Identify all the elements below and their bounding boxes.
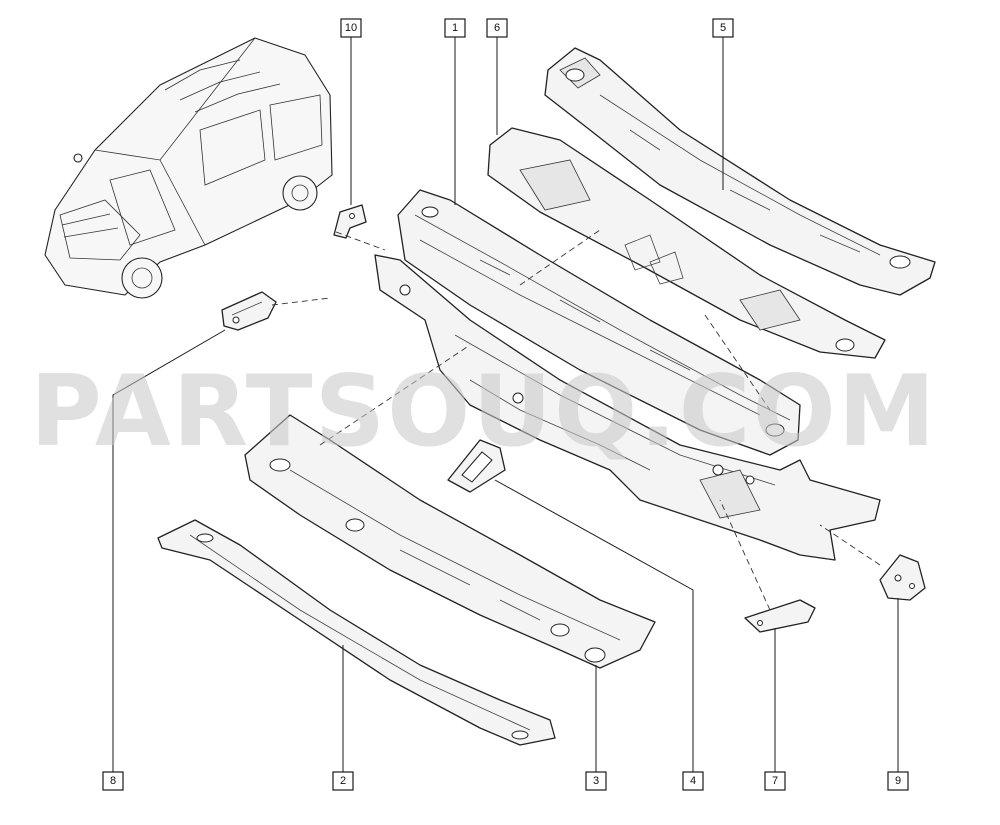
callout-7[interactable]: 7	[764, 771, 786, 791]
callout-7-label: 7	[772, 775, 778, 787]
callout-9-label: 9	[895, 775, 901, 787]
callout-1-label: 1	[452, 22, 458, 34]
van-illustration	[44, 37, 333, 299]
callout-4[interactable]: 4	[682, 771, 704, 791]
leader-lines	[112, 37, 899, 772]
callout-3-label: 3	[593, 775, 599, 787]
callout-3[interactable]: 3	[585, 771, 607, 791]
callout-2[interactable]: 2	[332, 771, 354, 791]
part-4-bracket	[447, 439, 506, 493]
callout-9[interactable]: 9	[887, 771, 909, 791]
part-10-bracket	[333, 204, 367, 239]
callout-4-label: 4	[690, 775, 696, 787]
part-5-upper-panel	[544, 47, 936, 296]
callout-8-label: 8	[110, 775, 116, 787]
part-3-lower-panel	[244, 414, 656, 669]
part-7-bracket	[744, 599, 816, 633]
callout-8[interactable]: 8	[102, 771, 124, 791]
callout-5-label: 5	[720, 22, 726, 34]
part-6-middle-panel	[487, 127, 886, 359]
assembly-lines	[271, 229, 881, 611]
watermark-text: PARTSOUQ.COM	[30, 355, 937, 469]
callout-10-label: 10	[345, 22, 357, 34]
callout-6-label: 6	[494, 22, 500, 34]
callout-2-label: 2	[340, 775, 346, 787]
lower-structure	[374, 254, 881, 561]
callout-10[interactable]: 10	[340, 18, 362, 38]
part-9-bracket	[879, 554, 926, 601]
callout-6[interactable]: 6	[486, 18, 508, 38]
part-1-main-crossmember	[397, 189, 801, 456]
callout-1[interactable]: 1	[444, 18, 466, 38]
callout-5[interactable]: 5	[712, 18, 734, 38]
part-8-bracket	[221, 291, 277, 331]
part-2-strip	[157, 519, 556, 746]
